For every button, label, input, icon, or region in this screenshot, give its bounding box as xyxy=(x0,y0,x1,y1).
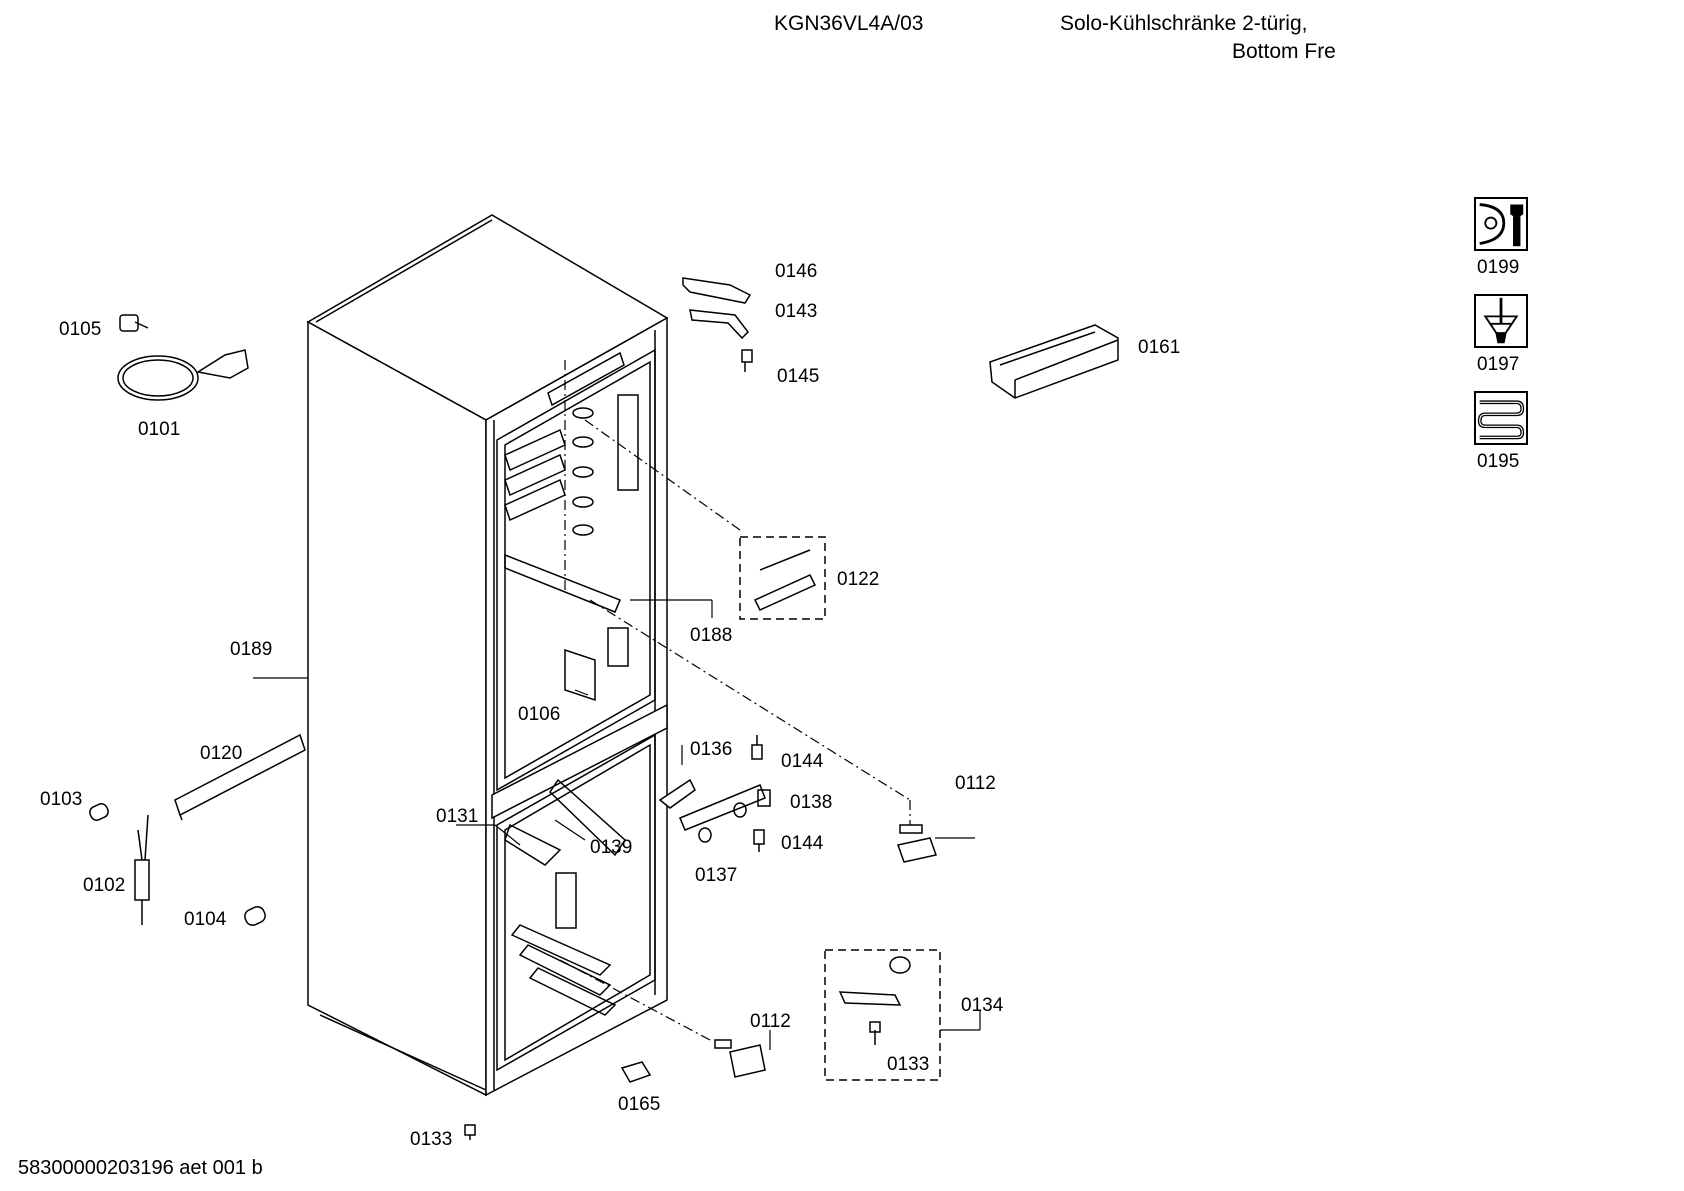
label-0165: 0165 xyxy=(618,1094,661,1115)
part-0165 xyxy=(620,1061,652,1083)
label-0189: 0189 xyxy=(230,639,273,660)
part-0134 xyxy=(838,956,911,1045)
part-0136 xyxy=(658,778,696,809)
label-0103: 0103 xyxy=(40,789,83,810)
model-number: KGN36VL4A/03 xyxy=(774,12,924,35)
part-0145 xyxy=(741,349,753,372)
label-0145: 0145 xyxy=(777,366,820,387)
title-line-2: Bottom Fre xyxy=(1232,40,1336,62)
part-0161 xyxy=(989,324,1119,399)
label-0105: 0105 xyxy=(59,319,102,340)
label-0101: 0101 xyxy=(138,419,181,440)
document-code: 58300000203196 aet 001 b xyxy=(18,1157,263,1179)
wrench-icon xyxy=(1474,197,1528,251)
part-0103 xyxy=(89,803,109,821)
screwdriver-icon xyxy=(1474,294,1528,348)
label-0112-lower: 0112 xyxy=(750,1011,791,1032)
label-0146: 0146 xyxy=(775,261,818,282)
label-0112-upper: 0112 xyxy=(955,773,996,794)
label-0133-bottom: 0133 xyxy=(410,1129,453,1150)
label-0134: 0134 xyxy=(961,995,1004,1016)
assembly-lines xyxy=(559,360,911,1041)
part-0122 xyxy=(753,549,817,611)
label-0106: 0106 xyxy=(518,704,561,725)
part-0144 xyxy=(751,735,765,852)
label-0138: 0138 xyxy=(790,792,833,813)
label-0137: 0137 xyxy=(695,865,738,886)
title-line-1: Solo-Kühlschränke 2-türig, xyxy=(1060,12,1308,35)
part-0120 xyxy=(174,733,306,821)
label-0144-upper: 0144 xyxy=(781,751,824,772)
label-0122: 0122 xyxy=(837,569,880,590)
part-0112-lower xyxy=(714,1039,766,1078)
group-box-0122 xyxy=(739,536,826,620)
group-box-0134 xyxy=(824,949,941,1081)
label-0143: 0143 xyxy=(775,301,818,322)
label-0102: 0102 xyxy=(83,875,126,896)
part-0101 xyxy=(117,349,249,401)
label-0133-group: 0133 xyxy=(887,1054,930,1075)
label-0199: 0199 xyxy=(1477,257,1520,278)
label-0120: 0120 xyxy=(200,743,243,764)
part-0143 xyxy=(689,309,749,340)
part-0137 xyxy=(698,802,747,843)
label-0197: 0197 xyxy=(1477,354,1520,375)
label-0195: 0195 xyxy=(1477,451,1520,472)
cabinet xyxy=(306,214,669,1097)
leader-lines xyxy=(253,599,981,1050)
label-0139: 0139 xyxy=(590,837,633,858)
label-0144-lower: 0144 xyxy=(781,833,824,854)
part-0102 xyxy=(134,814,150,925)
label-0188: 0188 xyxy=(690,625,733,646)
label-0104: 0104 xyxy=(184,909,227,930)
label-0131: 0131 xyxy=(436,806,479,827)
label-0136: 0136 xyxy=(690,739,733,760)
part-0146 xyxy=(682,277,752,304)
part-0105 xyxy=(119,314,149,332)
label-0161: 0161 xyxy=(1138,337,1181,358)
part-0112-upper xyxy=(897,824,937,863)
part-0133 xyxy=(464,1124,476,1140)
part-0138 xyxy=(679,784,771,831)
part-0104 xyxy=(244,906,266,926)
heater-coil-icon xyxy=(1474,391,1528,445)
